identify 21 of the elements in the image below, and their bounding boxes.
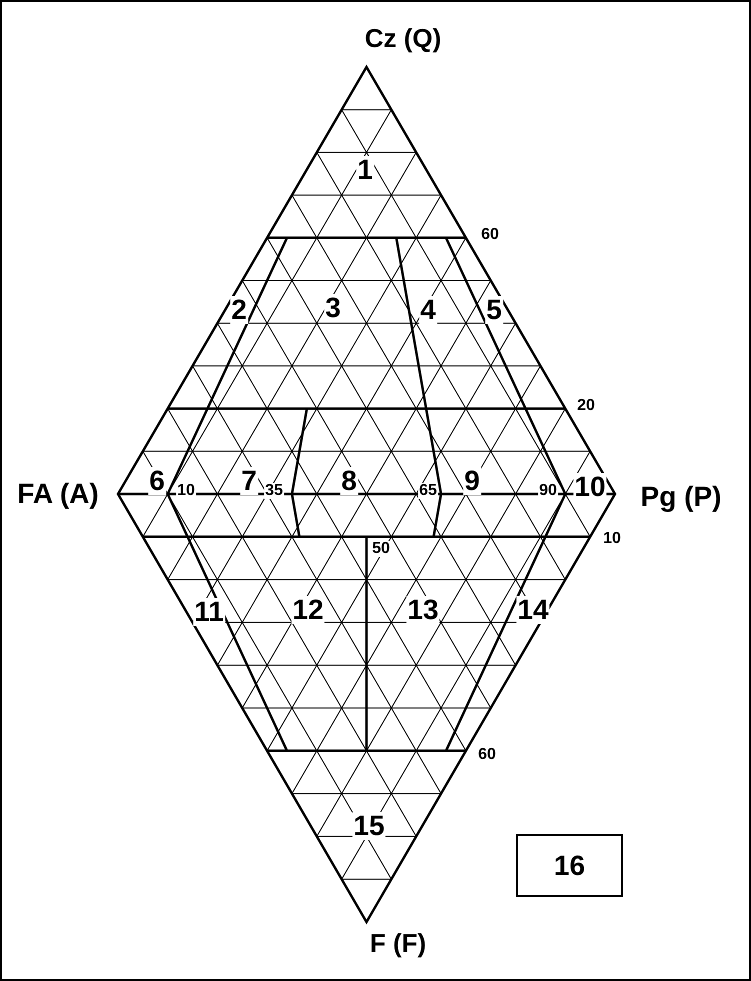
field-number: 11 (193, 598, 225, 626)
field-number: 7 (240, 467, 258, 495)
field-number: 9 (463, 467, 481, 495)
field-number: Pg (P) (640, 483, 722, 511)
field-number: 6 (148, 467, 166, 495)
field-box (516, 834, 623, 897)
field-number: 14 (516, 596, 550, 624)
field-number: 5 (485, 296, 503, 324)
field-number: FA (A) (16, 480, 100, 508)
scale-value: 65 (418, 483, 438, 499)
field-number: 13 (406, 596, 440, 624)
field-number: Cz (Q) (364, 25, 442, 51)
field-number: 8 (340, 467, 358, 495)
field-number: 12 (291, 596, 325, 624)
field-number: F (F) (368, 930, 428, 956)
field-number: 16 (554, 852, 586, 880)
field-number: 15 (352, 812, 386, 840)
field-number: 4 (419, 296, 437, 324)
field-number: 2 (230, 296, 248, 324)
scale-value: 35 (264, 483, 284, 499)
scale-value: 50 (371, 541, 391, 557)
